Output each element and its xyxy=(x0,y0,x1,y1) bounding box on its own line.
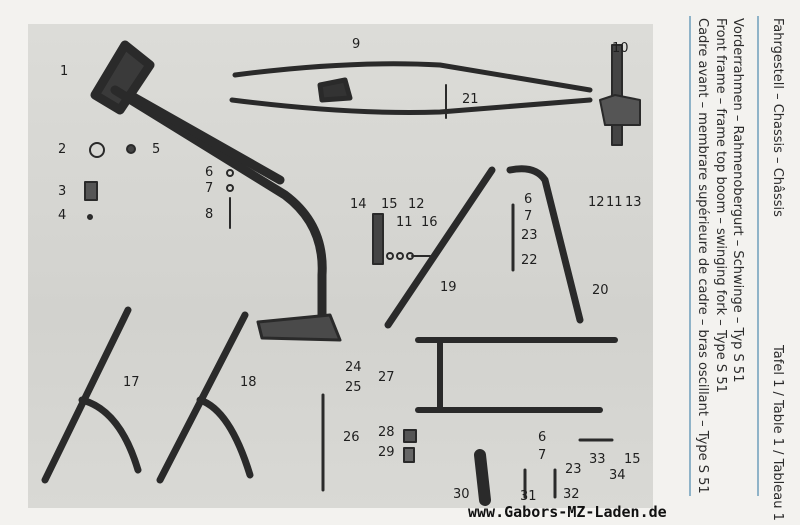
callout: 27 xyxy=(378,370,395,385)
callout: 32 xyxy=(563,487,580,502)
callout: 20 xyxy=(592,283,609,298)
callout: 12 xyxy=(588,195,605,210)
callout: 19 xyxy=(440,280,457,295)
callout: 30 xyxy=(453,487,470,502)
callout: 25 xyxy=(345,380,362,395)
callout: 16 xyxy=(421,215,438,230)
callout: 13 xyxy=(625,195,642,210)
callout: 6 xyxy=(524,192,533,207)
callout: 26 xyxy=(343,430,360,445)
callout: 21 xyxy=(462,92,479,107)
callout: 7 xyxy=(205,181,214,196)
swinging-fork xyxy=(321,203,618,506)
callout: 1 xyxy=(60,64,69,79)
callout: 28 xyxy=(378,425,395,440)
callout: 15 xyxy=(624,452,641,467)
caption-french: Cadre avant – membrare supérieure de cad… xyxy=(695,18,710,494)
caption-english: Front frame – frame top boom – swinging … xyxy=(713,18,728,393)
small-parts xyxy=(84,84,447,265)
callout: 7 xyxy=(524,209,533,224)
callout: 29 xyxy=(378,445,395,460)
callout: 14 xyxy=(350,197,367,212)
callout: 12 xyxy=(408,197,425,212)
plate-title: Fahrgestell – Chassis – Châssis xyxy=(770,18,785,217)
callout: 3 xyxy=(58,184,67,199)
front-frame xyxy=(90,40,342,342)
callout: 17 xyxy=(123,375,140,390)
frame-top-boom xyxy=(229,44,641,146)
divider-rule xyxy=(689,16,691,496)
callout: 6 xyxy=(205,165,214,180)
callout: 11 xyxy=(396,215,413,230)
callout: 31 xyxy=(520,489,537,504)
callout: 6 xyxy=(538,430,547,445)
callout: 24 xyxy=(345,360,362,375)
table-reference: Tafel 1 / Table 1 / Tableau 1 xyxy=(770,345,785,521)
callout: 2 xyxy=(58,142,67,157)
callout: 33 xyxy=(589,452,606,467)
caption-german: Vorderrahmen – Rahmenobergurt – Schwinge… xyxy=(730,18,745,383)
callout: 11 xyxy=(606,195,623,210)
callout: 5 xyxy=(152,142,161,157)
callout: 23 xyxy=(565,462,582,477)
callout: 4 xyxy=(58,208,67,223)
callout: 8 xyxy=(205,207,214,222)
callout: 7 xyxy=(538,448,547,463)
callout: 15 xyxy=(381,197,398,212)
callout: 9 xyxy=(352,37,361,52)
callout: 23 xyxy=(521,228,538,243)
callout: 22 xyxy=(521,253,538,268)
watermark: www.Gabors-MZ-Laden.de xyxy=(468,503,667,521)
struts xyxy=(41,165,584,484)
callout: 10 xyxy=(612,41,629,56)
callout: 18 xyxy=(240,375,257,390)
divider-rule xyxy=(757,16,759,496)
callout: 34 xyxy=(609,468,626,483)
